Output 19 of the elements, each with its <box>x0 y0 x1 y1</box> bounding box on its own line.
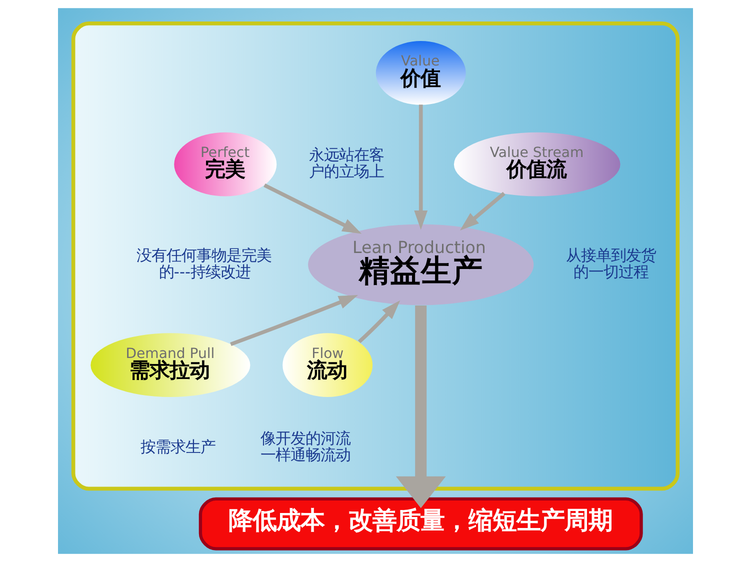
arrow <box>414 104 428 230</box>
arrow <box>230 295 358 346</box>
node-label: 从接单到发货的一切过程 <box>565 246 656 281</box>
node-label: 没有任何事物是完美的---持续改进 <box>136 246 272 281</box>
node-ellipse: Lean Production 精益生产 <box>308 224 534 306</box>
node-label: 按需求生产 <box>140 438 215 456</box>
node-ellipse: Demand Pull 需求拉动 <box>90 333 250 398</box>
node-ellipse: Value 价值 <box>375 41 466 105</box>
node-label: 永远站在客户的立场上 <box>308 146 384 181</box>
node-ellipse: Value Stream 价值流 <box>453 132 620 196</box>
node-label: 像开发的河流一样通畅流动 <box>260 429 350 464</box>
node-ellipse: Flow 流动 <box>282 333 372 398</box>
node-ellipse: Perfect 完美 <box>174 132 276 196</box>
arrow <box>263 183 362 234</box>
arrow <box>395 306 446 508</box>
arrow <box>459 192 505 231</box>
cluster <box>70 22 680 491</box>
arrow <box>357 300 400 344</box>
node-box: 降低成本，改善质量，缩短生产周期 <box>198 497 642 550</box>
